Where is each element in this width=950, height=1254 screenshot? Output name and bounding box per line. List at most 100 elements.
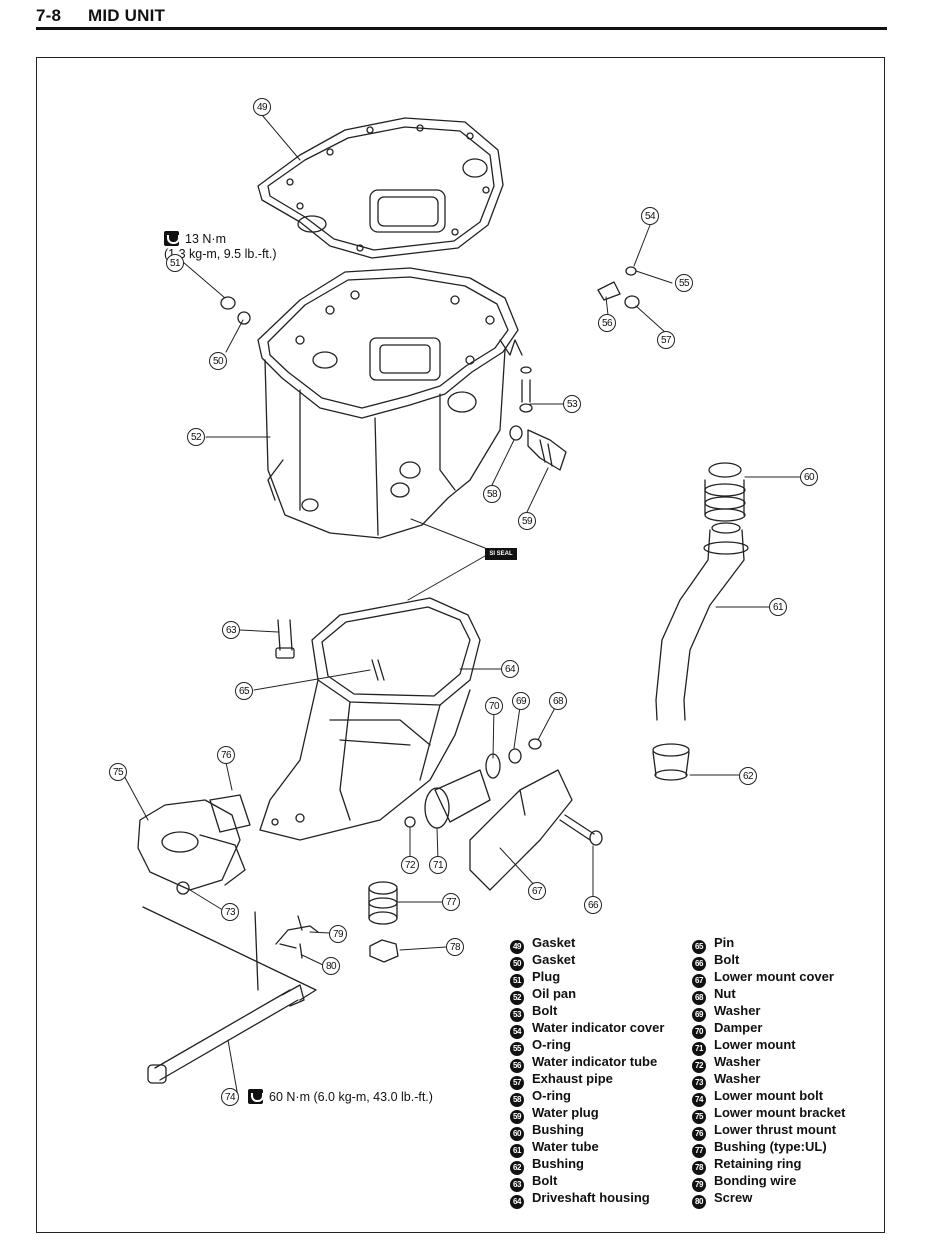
callout-74: 74: [221, 1088, 239, 1106]
callout-79: 79: [329, 925, 347, 943]
callout-66: 66: [584, 896, 602, 914]
legend-name: Plug: [532, 969, 561, 984]
callout-54: 54: [641, 207, 659, 225]
legend-number: 51: [510, 974, 524, 988]
bolt-63-drawing: [275, 619, 295, 659]
callout-53: 53: [563, 395, 581, 413]
legend-number: 62: [510, 1161, 524, 1175]
legend-number: 53: [510, 1008, 524, 1022]
legend-number: 63: [510, 1178, 524, 1192]
legend-name: Lower mount: [714, 1037, 796, 1052]
callout-67: 67: [528, 882, 546, 900]
legend-name: Lower mount bracket: [714, 1105, 846, 1120]
water-plug-59-drawing: [509, 425, 567, 471]
callout-65: 65: [235, 682, 253, 700]
legend-number: 73: [692, 1076, 706, 1090]
lower-mount-bracket-75-drawing: [137, 799, 246, 891]
legend-name: Lower mount cover: [714, 969, 834, 984]
legend-number: 57: [510, 1076, 524, 1090]
legend-name: O-ring: [532, 1037, 571, 1052]
oil-pan-52-drawing: [257, 267, 523, 539]
legend-name: Water tube: [532, 1139, 599, 1154]
legend-name: Lower thrust mount: [714, 1122, 837, 1137]
torque-spec-51: 13 N·m (1.3 kg-m, 9.5 lb.-ft.): [164, 231, 277, 262]
retaining-ring-78-drawing: [369, 939, 399, 963]
callout-56: 56: [598, 314, 616, 332]
callout-77: 77: [442, 893, 460, 911]
legend-name: Bolt: [532, 1173, 558, 1188]
legend-name: Gasket: [532, 935, 576, 950]
legend-name: Water indicator cover: [532, 1020, 665, 1035]
legend-name: Bolt: [714, 952, 740, 967]
legend-number: 59: [510, 1110, 524, 1124]
callout-50: 50: [209, 352, 227, 370]
bolt-53-drawing: [519, 366, 533, 413]
legend-name: Screw: [714, 1190, 753, 1205]
callout-78: 78: [446, 938, 464, 956]
driveshaft-housing-64-drawing: [259, 597, 481, 841]
legend-item: 73 Washer: [692, 1070, 845, 1090]
legend-name: Washer: [714, 1054, 761, 1069]
legend-name: Water plug: [532, 1105, 599, 1120]
torque-wrench-icon: [164, 231, 180, 246]
callout-49: 49: [253, 98, 271, 116]
legend-number: 54: [510, 1025, 524, 1039]
legend-name: Damper: [714, 1020, 763, 1035]
legend-item: 59 Water plug: [510, 1104, 664, 1124]
legend-name: Nut: [714, 986, 736, 1001]
legend-number: 50: [510, 957, 524, 971]
pin-65-drawing: [371, 659, 385, 681]
legend-item: 49 Gasket: [510, 934, 664, 954]
section-title: MID UNIT: [88, 6, 166, 25]
legend-number: 66: [692, 957, 706, 971]
legend-item: 70 Damper: [692, 1019, 845, 1039]
legend-number: 74: [692, 1093, 706, 1107]
legend-name: Washer: [714, 1071, 761, 1086]
callout-57: 57: [657, 331, 675, 349]
legend-item: 63 Bolt: [510, 1172, 664, 1192]
legend-number: 49: [510, 940, 524, 954]
legend-name: Bolt: [532, 1003, 558, 1018]
torque-74-text: 60 N·m (6.0 kg-m, 43.0 lb.-ft.): [269, 1090, 433, 1104]
figure-frame: [36, 57, 885, 1233]
legend-number: 60: [510, 1127, 524, 1141]
callout-62: 62: [739, 767, 757, 785]
callout-71: 71: [429, 856, 447, 874]
legend-item: 51 Plug: [510, 968, 664, 988]
legend-number: 70: [692, 1025, 706, 1039]
legend-number: 65: [692, 940, 706, 954]
bonding-wire-79-drawing: [275, 915, 319, 959]
legend-number: 56: [510, 1059, 524, 1073]
legend-name: Driveshaft housing: [532, 1190, 650, 1205]
callout-80: 80: [322, 957, 340, 975]
legend-item: 66 Bolt: [692, 951, 845, 971]
legend-name: Bonding wire: [714, 1173, 797, 1188]
bushing-77-drawing: [368, 881, 398, 925]
callout-69: 69: [512, 692, 530, 710]
legend-item: 61 Water tube: [510, 1138, 664, 1158]
callout-52: 52: [187, 428, 205, 446]
legend-name: Exhaust pipe: [532, 1071, 613, 1086]
header-rule: [36, 27, 887, 30]
legend-number: 61: [510, 1144, 524, 1158]
torque-spec-74: 60 N·m (6.0 kg-m, 43.0 lb.-ft.): [248, 1089, 433, 1105]
washer-73-drawing: [176, 881, 190, 895]
legend-number: 78: [692, 1161, 706, 1175]
lower-mount-bolt-74-drawing: [142, 906, 317, 1084]
